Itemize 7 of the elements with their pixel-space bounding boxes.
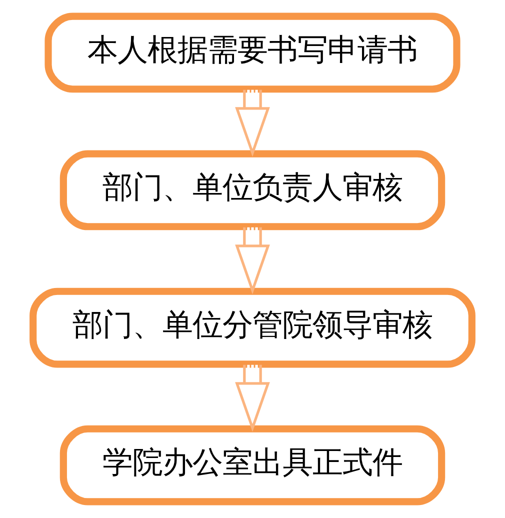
arrow bbox=[235, 227, 270, 294]
node-box: 部门、单位分管院领导审核 bbox=[30, 288, 476, 368]
node-box: 本人根据需要书写申请书 bbox=[44, 12, 460, 93]
node-box: 部门、单位负责人审核 bbox=[60, 150, 446, 230]
arrow bbox=[235, 364, 270, 432]
node-box: 学院办公室出具正式件 bbox=[60, 425, 446, 506]
arrow bbox=[235, 90, 270, 157]
